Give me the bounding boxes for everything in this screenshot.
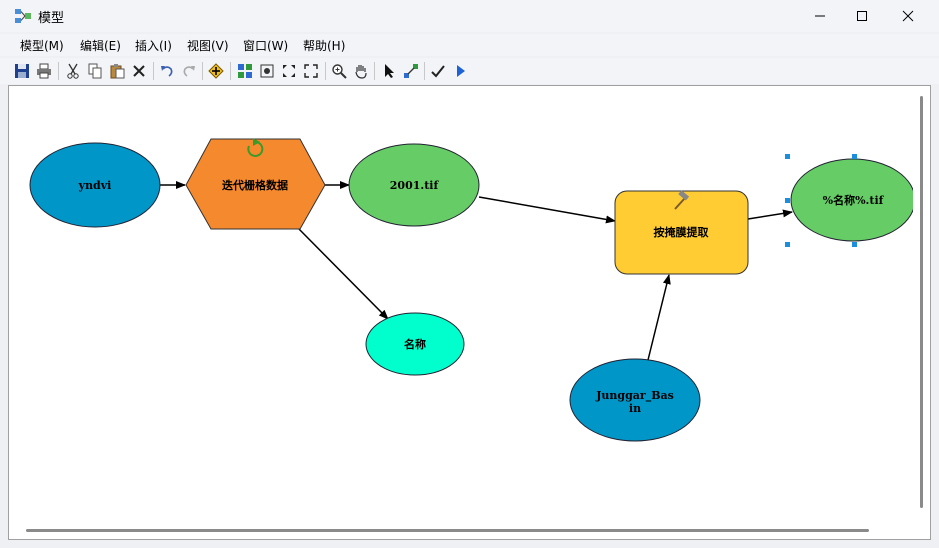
- menu-help[interactable]: 帮助(H): [303, 39, 346, 53]
- undo-icon: [161, 66, 173, 77]
- select-icon: [385, 64, 394, 78]
- selection-handles: [785, 154, 857, 247]
- auto-layout-button[interactable]: [234, 60, 256, 82]
- add-data-button[interactable]: [205, 60, 227, 82]
- node-junggar-label-line1: Junggar_Bas: [595, 389, 674, 403]
- delete-icon: [133, 65, 145, 77]
- save-button[interactable]: [11, 60, 33, 82]
- node-yndvi-label: yndvi: [78, 179, 112, 192]
- cut-icon: [67, 63, 79, 79]
- save-icon: [15, 64, 29, 78]
- toolbar-separator: [58, 62, 59, 80]
- toolbar-separator: [424, 62, 425, 80]
- close-icon: [902, 10, 914, 22]
- hammer-icon: [674, 190, 690, 210]
- node-output-label: %名称%.tif: [823, 193, 885, 207]
- horizontal-scrollbar-thumb[interactable]: [26, 529, 869, 532]
- node-raster-2001[interactable]: 2001.tif: [348, 143, 480, 227]
- zoom-out-fixed-button[interactable]: [300, 60, 322, 82]
- pan-button[interactable]: [350, 60, 372, 82]
- zoom-in-fixed-icon: [283, 65, 295, 77]
- connector-raster-extract[interactable]: [478, 196, 616, 224]
- connect-button[interactable]: [400, 60, 422, 82]
- redo-button[interactable]: [178, 60, 200, 82]
- toolbar-separator: [153, 62, 154, 80]
- zoom-out-fixed-icon: [304, 64, 318, 78]
- close-button[interactable]: [885, 0, 931, 32]
- select-button[interactable]: [378, 60, 400, 82]
- run-icon: [457, 65, 465, 77]
- window-title: 模型: [38, 11, 65, 26]
- full-extent-icon: [260, 64, 274, 78]
- zoom-in-button[interactable]: [328, 60, 350, 82]
- paste-button[interactable]: [106, 60, 128, 82]
- model-app-icon: [15, 9, 31, 23]
- delete-button[interactable]: [128, 60, 150, 82]
- title-bar: 模型: [0, 0, 939, 32]
- maximize-icon: [857, 11, 867, 21]
- toolbar-separator: [202, 62, 203, 80]
- run-button[interactable]: [449, 60, 471, 82]
- connector-junggar-extract[interactable]: [647, 274, 671, 361]
- zoom-in-icon: [332, 64, 347, 79]
- print-icon: [37, 63, 51, 79]
- node-name-label: 名称: [404, 337, 426, 351]
- node-iterator[interactable]: 迭代栅格数据: [185, 138, 326, 230]
- connector-iterator-name[interactable]: [295, 225, 389, 320]
- menu-edit[interactable]: 编辑(E): [80, 39, 121, 53]
- maximize-button[interactable]: [839, 0, 885, 32]
- toolbar: [0, 58, 939, 84]
- validate-button[interactable]: [427, 60, 449, 82]
- connect-icon: [404, 64, 418, 78]
- node-iterator-label: 迭代栅格数据: [222, 178, 288, 192]
- auto-layout-icon: [238, 64, 252, 78]
- print-button[interactable]: [33, 60, 55, 82]
- node-extract-label: 按掩膜提取: [654, 225, 709, 239]
- validate-icon: [431, 65, 445, 78]
- copy-button[interactable]: [84, 60, 106, 82]
- pan-icon: [355, 65, 367, 79]
- redo-icon: [183, 66, 195, 77]
- paste-icon: [110, 64, 125, 79]
- node-yndvi[interactable]: yndvi: [29, 142, 161, 228]
- copy-icon: [88, 63, 102, 79]
- undo-button[interactable]: [156, 60, 178, 82]
- vertical-scrollbar-thumb[interactable]: [920, 96, 923, 508]
- vertical-scrollbar[interactable]: [915, 96, 923, 508]
- node-junggar-basin[interactable]: Junggar_Bas in: [569, 358, 701, 442]
- node-output-raster[interactable]: %名称%.tif: [785, 150, 923, 250]
- menu-window[interactable]: 窗口(W): [243, 39, 289, 53]
- iterate-icon: [247, 138, 264, 157]
- toolbar-separator: [325, 62, 326, 80]
- model-canvas[interactable]: [8, 85, 931, 540]
- menu-model[interactable]: 模型(M): [20, 39, 64, 53]
- minimize-button[interactable]: [797, 0, 843, 32]
- node-name-variable[interactable]: 名称: [365, 312, 465, 376]
- node-raster-2001-label: 2001.tif: [390, 179, 440, 192]
- menu-bar: 模型(M) 编辑(E) 插入(I) 视图(V) 窗口(W) 帮助(H): [0, 34, 939, 56]
- menu-view[interactable]: 视图(V): [187, 39, 229, 53]
- add-data-icon: [208, 63, 224, 79]
- node-extract-by-mask[interactable]: 按掩膜提取: [614, 190, 749, 275]
- node-junggar-label-line2: in: [629, 402, 641, 415]
- cut-button[interactable]: [62, 60, 84, 82]
- connector-extract-output[interactable]: [747, 209, 793, 220]
- zoom-in-fixed-button[interactable]: [278, 60, 300, 82]
- menu-insert[interactable]: 插入(I): [135, 39, 172, 53]
- full-extent-button[interactable]: [256, 60, 278, 82]
- toolbar-separator: [230, 62, 231, 80]
- toolbar-separator: [374, 62, 375, 80]
- minimize-icon: [815, 15, 825, 17]
